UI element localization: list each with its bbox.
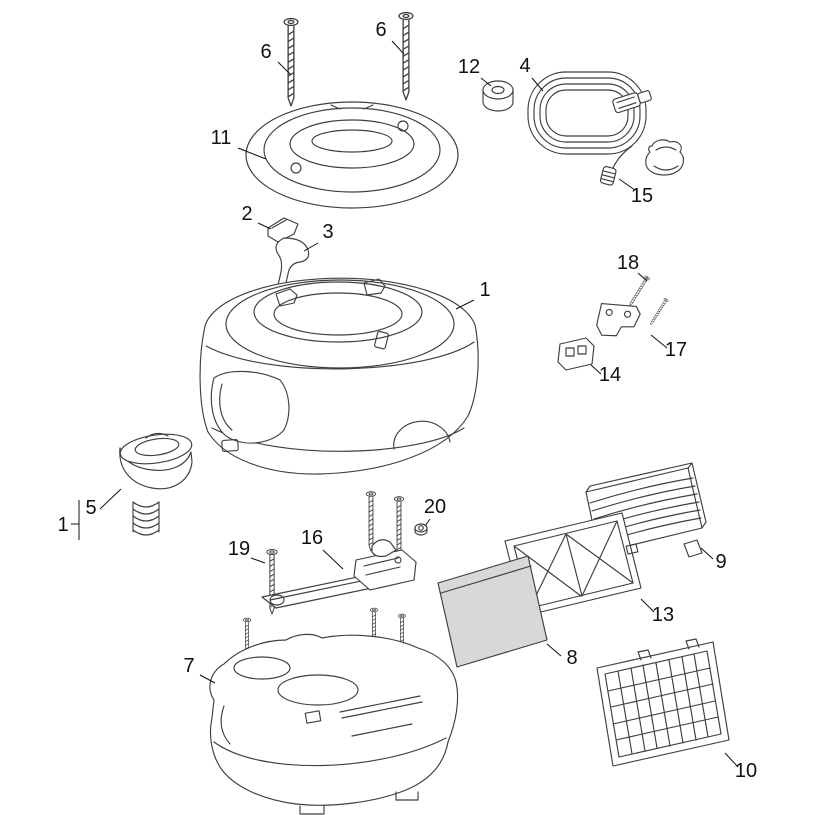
leader-line-9 — [700, 547, 714, 560]
leader-line-4 — [531, 77, 544, 92]
part-label-12: 12 — [458, 56, 480, 78]
leader-line-16 — [322, 549, 344, 570]
part-label-9: 9 — [715, 551, 726, 573]
leader-line-20 — [424, 518, 431, 527]
part-12-tape-roll — [482, 80, 514, 112]
part-11-carry-handle — [245, 101, 459, 209]
part-label-6: 6 — [260, 41, 271, 63]
part-1-housing-upper — [199, 277, 479, 475]
leader-line-15 — [618, 178, 636, 191]
part-label-14: 14 — [599, 364, 621, 386]
part-label-17: 17 — [665, 339, 687, 361]
leader-line-2 — [257, 222, 272, 230]
part-label-10: 10 — [735, 760, 757, 782]
part-4-power-cord — [527, 71, 685, 176]
part-label-3: 3 — [322, 221, 333, 243]
part-label-18: 18 — [617, 252, 639, 274]
part-label-11: 11 — [211, 127, 232, 149]
part-8-filter-foam — [437, 555, 548, 668]
part-15-strain-relief — [599, 166, 617, 186]
leader-line-6 — [277, 61, 292, 76]
leader-line-3 — [303, 242, 319, 252]
leader-line-6 — [391, 40, 405, 55]
leader-line-10 — [724, 752, 739, 768]
part-label-7: 7 — [183, 655, 194, 677]
leader-line-19 — [250, 557, 266, 564]
part-5-spring — [132, 501, 160, 536]
part-label-2: 2 — [241, 203, 252, 225]
part-label-13: 13 — [652, 604, 674, 626]
part-20-nut — [414, 523, 428, 536]
bracket-part-1-5 — [71, 500, 80, 540]
part-label-8: 8 — [566, 647, 577, 669]
part-4-appliance-connector — [612, 90, 652, 114]
part-label-19: 19 — [228, 538, 250, 560]
part-6-screw-left — [283, 17, 299, 107]
part-label-16: 16 — [301, 527, 323, 549]
leader-line-1 — [455, 299, 475, 310]
leader-line-13 — [640, 598, 655, 613]
leader-line-17 — [650, 334, 668, 349]
part-6-screw-right — [398, 11, 414, 101]
part-label-1: 1 — [479, 279, 490, 301]
part-label-20: 20 — [424, 496, 446, 518]
part-4-mains-plug — [645, 139, 685, 176]
leader-line-18 — [637, 272, 648, 282]
part-16-latch-assembly — [261, 491, 417, 609]
part-label-6: 6 — [375, 19, 386, 41]
leader-line-14 — [590, 364, 602, 375]
part-10-filter-grid — [596, 638, 730, 767]
part-label-5: 5 — [85, 497, 96, 519]
part-13-filter-frame — [504, 512, 642, 617]
leader-line-11 — [237, 147, 267, 160]
part-7-housing-base — [209, 607, 459, 815]
leader-line-12 — [480, 77, 492, 87]
part-5-float-cap — [119, 432, 193, 490]
leader-line-5 — [99, 488, 122, 510]
part-label-4: 4 — [519, 55, 530, 77]
part-14-switch — [557, 337, 595, 371]
part-3-latch-lever — [275, 237, 310, 297]
leader-line-8 — [546, 643, 562, 657]
part-17-bracket — [596, 297, 669, 337]
part-2-latch-button — [267, 217, 299, 243]
part-label-15: 15 — [631, 185, 653, 207]
part-label-1: 1 — [57, 514, 68, 536]
leader-line-7 — [199, 674, 216, 684]
